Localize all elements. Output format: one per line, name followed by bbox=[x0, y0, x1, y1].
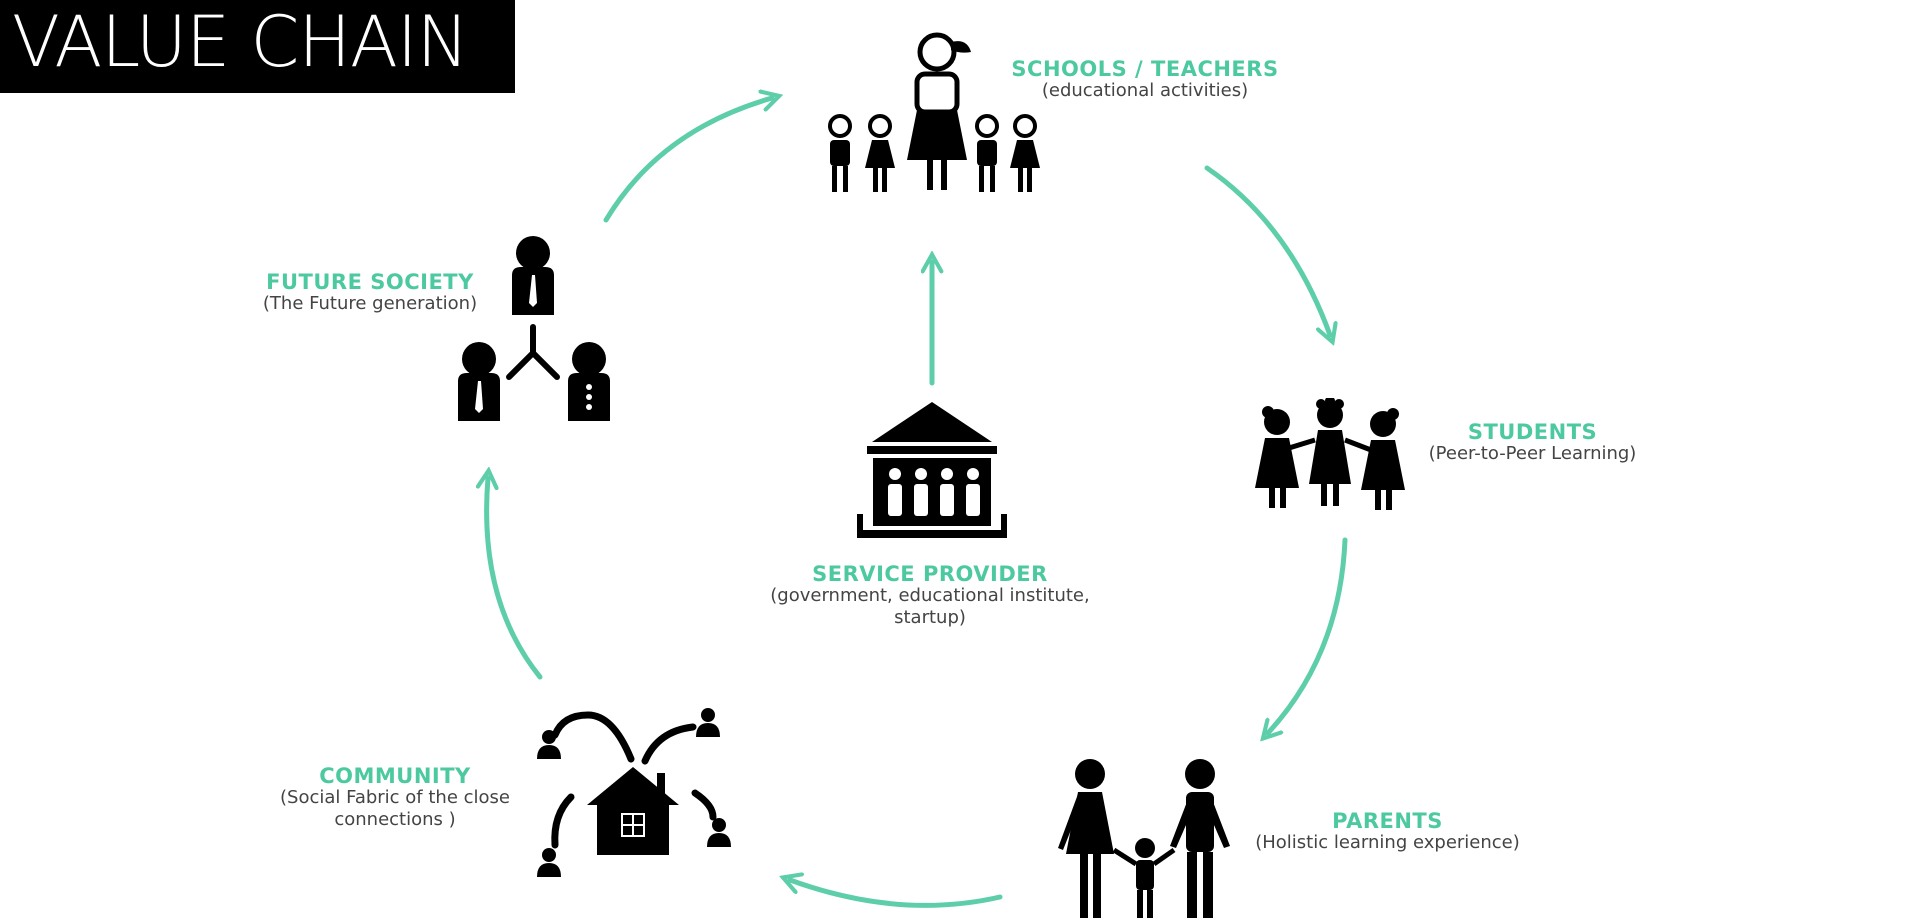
students-title: STUDENTS bbox=[1467, 420, 1598, 444]
arrow-schools-to-students bbox=[1204, 165, 1330, 335]
title-banner: VALUE CHAIN bbox=[0, 0, 515, 93]
students-subtitle: (Peer-to-Peer Learning) bbox=[1428, 443, 1637, 464]
house-network-icon bbox=[537, 708, 731, 877]
parents-subtitle: (Holistic learning experience) bbox=[1255, 832, 1520, 853]
schools-title: SCHOOLS / TEACHERS bbox=[1011, 57, 1279, 81]
community-label: COMMUNITY (Social Fabric of the close co… bbox=[270, 765, 520, 831]
arrow-students-to-parents bbox=[1268, 537, 1348, 733]
community-subtitle-line1: (Social Fabric of the close bbox=[280, 787, 510, 808]
parents-title: PARENTS bbox=[1332, 809, 1443, 833]
teacher-with-children-icon bbox=[828, 32, 1040, 192]
future-title: FUTURE SOCIETY bbox=[266, 270, 474, 294]
provider-title: SERVICE PROVIDER bbox=[812, 562, 1048, 586]
three-children-holding-hands-icon bbox=[1255, 398, 1405, 510]
future-label: FUTURE SOCIETY (The Future generation) bbox=[245, 271, 495, 315]
schools-label: SCHOOLS / TEACHERS (educational activiti… bbox=[1010, 58, 1280, 102]
community-title: COMMUNITY bbox=[319, 764, 471, 788]
people-hierarchy-icon bbox=[458, 236, 610, 421]
community-subtitle-line2: connections ) bbox=[334, 809, 456, 830]
family-icon bbox=[1058, 759, 1230, 918]
students-label: STUDENTS (Peer-to-Peer Learning) bbox=[1415, 421, 1650, 465]
institution-building-icon bbox=[857, 402, 1007, 538]
arrow-community-to-future bbox=[487, 478, 543, 680]
arrow-future-to-schools bbox=[603, 98, 772, 223]
page-title: VALUE CHAIN bbox=[12, 1, 469, 83]
provider-subtitle-line2: startup) bbox=[894, 607, 966, 628]
provider-label: SERVICE PROVIDER (government, educationa… bbox=[760, 563, 1100, 629]
schools-subtitle: (educational activities) bbox=[1041, 80, 1249, 101]
arrow-parents-to-community bbox=[790, 880, 1003, 908]
future-subtitle: (The Future generation) bbox=[262, 293, 478, 314]
provider-subtitle-line1: (government, educational institute, bbox=[770, 585, 1090, 606]
parents-label: PARENTS (Holistic learning experience) bbox=[1255, 810, 1520, 854]
